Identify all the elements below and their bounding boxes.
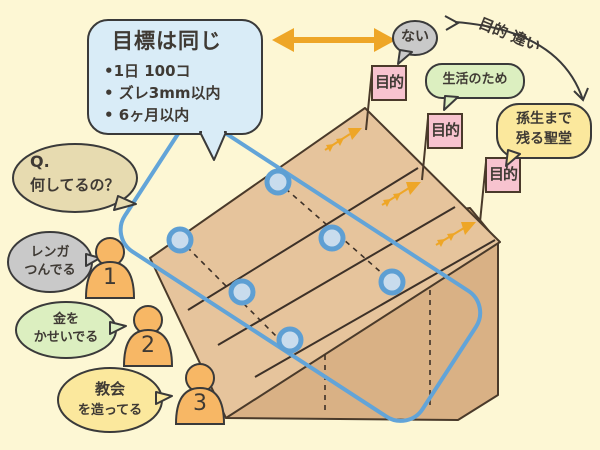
- question-label: Q.: [30, 152, 50, 171]
- flag-1: [371, 65, 407, 101]
- worker-1-number: 1: [103, 265, 117, 290]
- arrow-middle: [381, 182, 421, 207]
- answer-bubble-3: [57, 367, 173, 433]
- worker-2-number: 2: [141, 333, 155, 358]
- bubble-cathedral: [496, 103, 592, 167]
- double-arrow: [272, 28, 396, 52]
- bubble-none-text: ない: [401, 29, 429, 45]
- flag-1-text: 目的: [374, 73, 404, 91]
- bubble-livelihood-text: 生活のため: [442, 72, 508, 87]
- answer-1-line1: レンガ: [30, 245, 70, 260]
- question-text: 何してるの？: [30, 176, 120, 194]
- bubble-cathedral-line2: 残る聖堂: [516, 131, 572, 147]
- answer-2-line1: 金を: [52, 312, 79, 327]
- answer-3-line1: 教会: [94, 380, 125, 398]
- goal-title: 目標は同じ: [112, 29, 222, 53]
- flag-2-text: 目的: [430, 121, 460, 139]
- target-ring: [228, 278, 256, 306]
- bubble-cathedral-line1: 孫生まで: [516, 111, 572, 127]
- question-bubble: [12, 143, 138, 213]
- arrow-top: [324, 128, 362, 152]
- worker-3-number: 3: [193, 391, 207, 416]
- target-ring: [318, 224, 346, 252]
- answer-bubble-2: [15, 301, 127, 359]
- worker-1: [84, 237, 136, 299]
- flag-3-text: 目的: [488, 165, 518, 183]
- goal-item-tolerance: • ズレ3mm以内: [104, 84, 221, 102]
- goal-item-daily: •1日 100コ: [104, 62, 191, 80]
- answer-1-line2: つんでる: [24, 263, 76, 278]
- target-ring: [276, 326, 304, 354]
- highlight-frame: [118, 119, 483, 423]
- bubble-livelihood: [425, 63, 525, 111]
- worker-2: [122, 305, 174, 367]
- answer-bubble-1: [7, 231, 101, 293]
- arrow-bottom: [435, 222, 476, 247]
- target-rings: [166, 168, 406, 354]
- answer-2-line2: かせいでる: [33, 330, 99, 345]
- flag-3: [485, 157, 521, 193]
- goal-bubble: [87, 19, 263, 161]
- flags: [365, 65, 521, 223]
- flag-2: [427, 113, 463, 149]
- brick-row-lines: [187, 167, 496, 378]
- purpose-arc: [444, 15, 589, 102]
- goal-item-period: • 6ヶ月以内: [104, 106, 190, 124]
- target-ring: [166, 226, 194, 254]
- answer-3-line2: を造ってる: [77, 403, 143, 418]
- arrows: [324, 128, 476, 247]
- worker-3: [174, 363, 226, 425]
- target-ring: [378, 268, 406, 296]
- bubble-none: [392, 20, 438, 65]
- target-ring: [264, 168, 292, 196]
